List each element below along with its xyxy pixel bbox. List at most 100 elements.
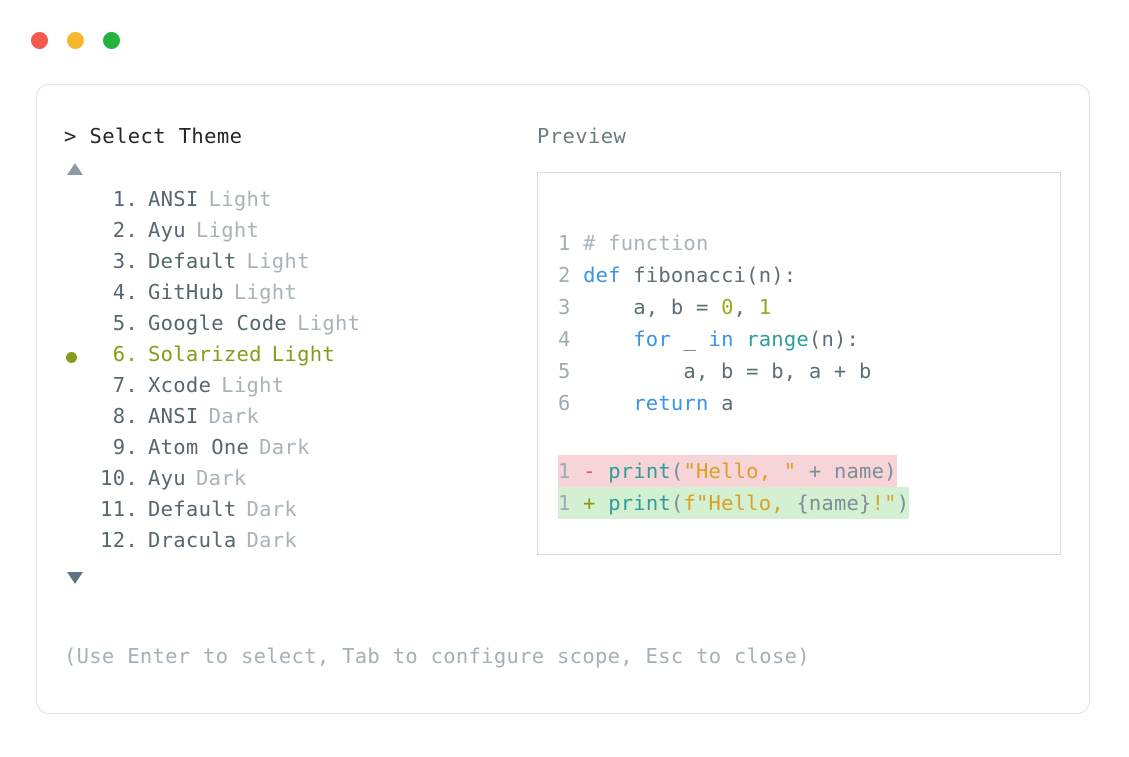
code-token xyxy=(583,391,633,415)
theme-list-item[interactable]: 6. Solarized Light xyxy=(64,342,534,373)
theme-item-index: 1. xyxy=(112,186,138,211)
code-line: 1 # function xyxy=(558,227,1052,259)
theme-item-name: Dracula xyxy=(148,527,237,552)
theme-item-index: 2. xyxy=(112,217,138,242)
selected-bullet-icon xyxy=(66,351,77,363)
theme-item-name: ANSI xyxy=(148,186,199,211)
diff-line-row: 1 - print("Hello, " + name) xyxy=(558,454,1052,487)
line-number: 6 xyxy=(558,390,584,415)
theme-item-index: 3. xyxy=(112,248,138,273)
theme-list-item[interactable]: 7. Xcode Light xyxy=(64,373,534,404)
code-token: range xyxy=(746,326,809,351)
theme-item-variant: Light xyxy=(233,279,298,304)
line-number: 1 xyxy=(558,230,584,255)
diff-line-row: 1 + print(f"Hello, {name}!") xyxy=(558,486,1052,519)
line-number: 5 xyxy=(558,358,584,383)
theme-item-name: Solarized xyxy=(148,341,262,366)
theme-item-index: 8. xyxy=(112,403,138,428)
code-token: fibonacci(n): xyxy=(620,262,797,287)
line-number: 1 xyxy=(558,458,584,483)
code-line: 6 return a xyxy=(558,387,1052,419)
code-token: ) xyxy=(896,490,910,515)
theme-item-name: Default xyxy=(148,496,237,521)
theme-item-variant: Dark xyxy=(195,465,247,490)
window-controls xyxy=(31,32,120,49)
code-token: in xyxy=(708,326,734,351)
preview-title: Preview xyxy=(537,124,627,148)
theme-item-name: GitHub xyxy=(148,279,224,304)
selection-bullet-slot xyxy=(64,351,92,363)
theme-list-item[interactable]: 10. Ayu Dark xyxy=(64,466,534,497)
theme-item-variant: Light xyxy=(221,372,285,397)
theme-item-variant: Dark xyxy=(246,496,298,521)
code-token: ( xyxy=(670,458,684,483)
theme-item-variant: Light xyxy=(195,217,260,242)
zoom-button-icon[interactable] xyxy=(103,32,120,49)
triangle-up-icon[interactable] xyxy=(67,162,83,175)
diff-removed-line: 1 - print("Hello, " + name) xyxy=(558,454,897,487)
theme-item-name: Ayu xyxy=(148,465,186,490)
theme-item-variant: Dark xyxy=(259,434,310,459)
code-token: ( xyxy=(670,490,684,515)
theme-item-variant: Dark xyxy=(246,527,298,552)
theme-list-item[interactable]: 1. ANSI Light xyxy=(64,187,534,218)
code-token: a, b = xyxy=(583,294,722,319)
theme-item-variant: Light xyxy=(208,186,272,211)
theme-item-index: 7. xyxy=(112,372,138,397)
code-token xyxy=(734,327,747,351)
theme-list-item[interactable]: 2. Ayu Light xyxy=(64,218,534,249)
code-token: {name} xyxy=(796,490,872,515)
code-token: return xyxy=(633,390,709,415)
theme-item-name: Ayu xyxy=(148,217,186,242)
theme-item-index: 10. xyxy=(100,465,138,490)
diff-lines: 1 - print("Hello, " + name)1 + print(f"H… xyxy=(558,454,1052,519)
theme-item-variant: Light xyxy=(271,341,335,366)
theme-item-index: 5. xyxy=(112,310,138,335)
line-number: 3 xyxy=(558,294,584,319)
diff-minus-sign: - xyxy=(583,458,609,483)
line-number: 1 xyxy=(558,490,584,515)
triangle-down-icon[interactable] xyxy=(67,571,83,584)
code-token: a xyxy=(708,390,734,415)
code-line: 4 for _ in range(n): xyxy=(558,323,1052,355)
close-button-icon[interactable] xyxy=(31,32,48,49)
code-token: # function xyxy=(583,230,709,255)
code-token: + name) xyxy=(796,458,897,483)
theme-item-variant: Light xyxy=(297,310,361,335)
theme-item-name: Default xyxy=(148,248,237,273)
code-token: def xyxy=(583,262,621,287)
theme-item-name: Google Code xyxy=(148,310,288,335)
code-token: _ xyxy=(670,326,709,351)
prompt-symbol: > xyxy=(64,124,77,148)
theme-list-item[interactable]: 5. Google Code Light xyxy=(64,311,534,342)
theme-item-name: Atom One xyxy=(148,434,250,459)
code-line: 5 a, b = b, a + b xyxy=(558,355,1052,387)
code-line: 3 a, b = 0, 1 xyxy=(558,291,1052,323)
diff-plus-sign: + xyxy=(583,490,609,515)
theme-item-index: 6. xyxy=(112,341,138,366)
code-token: 1 xyxy=(758,294,772,319)
code-token: "Hello, " xyxy=(683,458,797,483)
code-token: a, b = b, a + b xyxy=(583,358,872,383)
code-token: , xyxy=(733,294,759,319)
code-token: print xyxy=(608,458,671,483)
theme-item-name: Xcode xyxy=(148,372,212,397)
page-title-text: Select Theme xyxy=(89,124,243,148)
code-line: 2 def fibonacci(n): xyxy=(558,259,1052,291)
code-token: print xyxy=(608,490,671,515)
code-token: 0 xyxy=(721,294,734,319)
minimize-button-icon[interactable] xyxy=(67,32,84,49)
diff-added-line: 1 + print(f"Hello, {name}!") xyxy=(558,486,910,519)
